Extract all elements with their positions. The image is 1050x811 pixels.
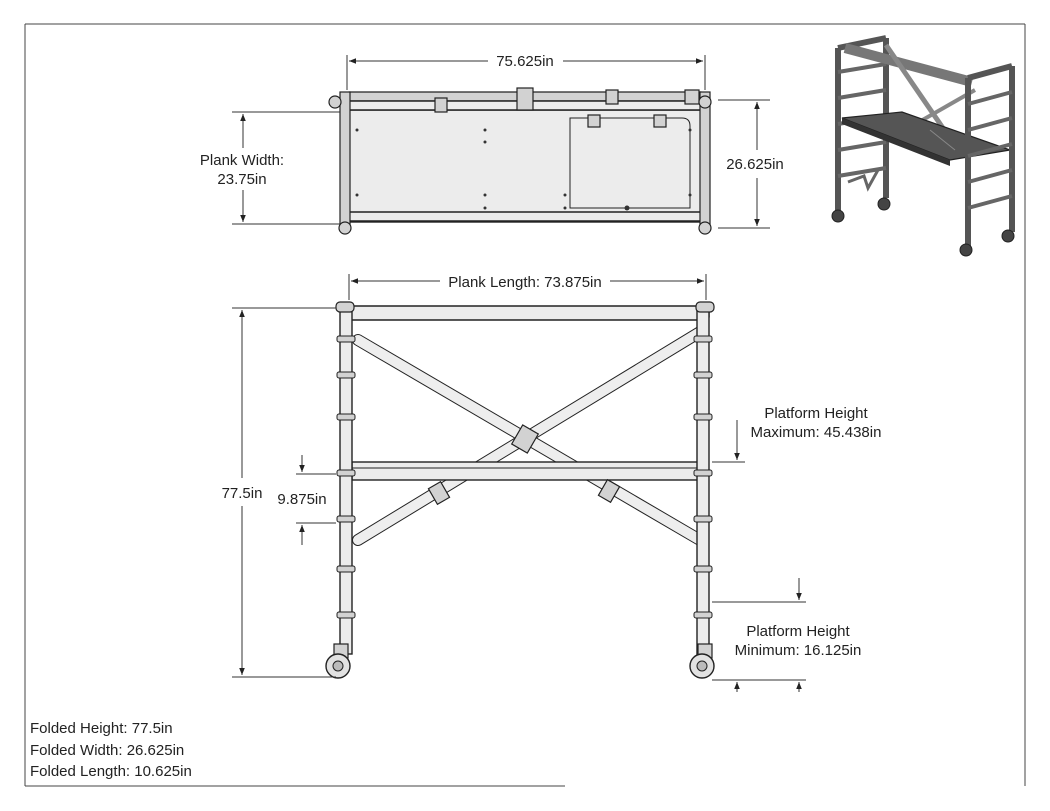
rung-spacing-dimension — [296, 455, 336, 545]
folded-dimensions-notes: Folded Height: 77.5in Folded Width: 26.6… — [30, 718, 192, 783]
rung-spacing-label: 9.875in — [277, 491, 326, 508]
folded-length: Folded Length: 10.625in — [30, 763, 192, 780]
platform-max-dimension — [712, 420, 745, 463]
top-width-label: 75.625in — [496, 53, 554, 70]
total-height-label: 77.5in — [222, 485, 263, 502]
isometric-view — [831, 35, 1015, 257]
total-height-dimension — [232, 307, 336, 678]
top-view — [328, 87, 712, 235]
depth-label: 26.625in — [726, 156, 784, 173]
plank-width-label-line2: 23.75in — [217, 171, 266, 188]
platform-min-dimension — [712, 578, 806, 692]
depth-dimension — [718, 99, 770, 229]
platform-max-label-line1: Platform Height — [764, 405, 868, 422]
top-width-dimension — [346, 55, 706, 90]
front-view — [325, 301, 715, 679]
sheet-border — [24, 23, 1026, 787]
folded-height: Folded Height: 77.5in — [30, 720, 173, 737]
folded-width: Folded Width: 26.625in — [30, 741, 185, 759]
plank-width-dimension — [232, 111, 340, 225]
platform-max-label-line2: Maximum: 45.438in — [751, 424, 882, 441]
platform-min-label-line2: Minimum: 16.125in — [735, 642, 862, 659]
platform-min-label-line1: Platform Height — [746, 623, 850, 640]
plank-length-label: Plank Length: 73.875in — [448, 274, 601, 291]
plank-length-dimension — [348, 274, 707, 300]
plank-width-label-line1: Plank Width: — [200, 152, 284, 169]
